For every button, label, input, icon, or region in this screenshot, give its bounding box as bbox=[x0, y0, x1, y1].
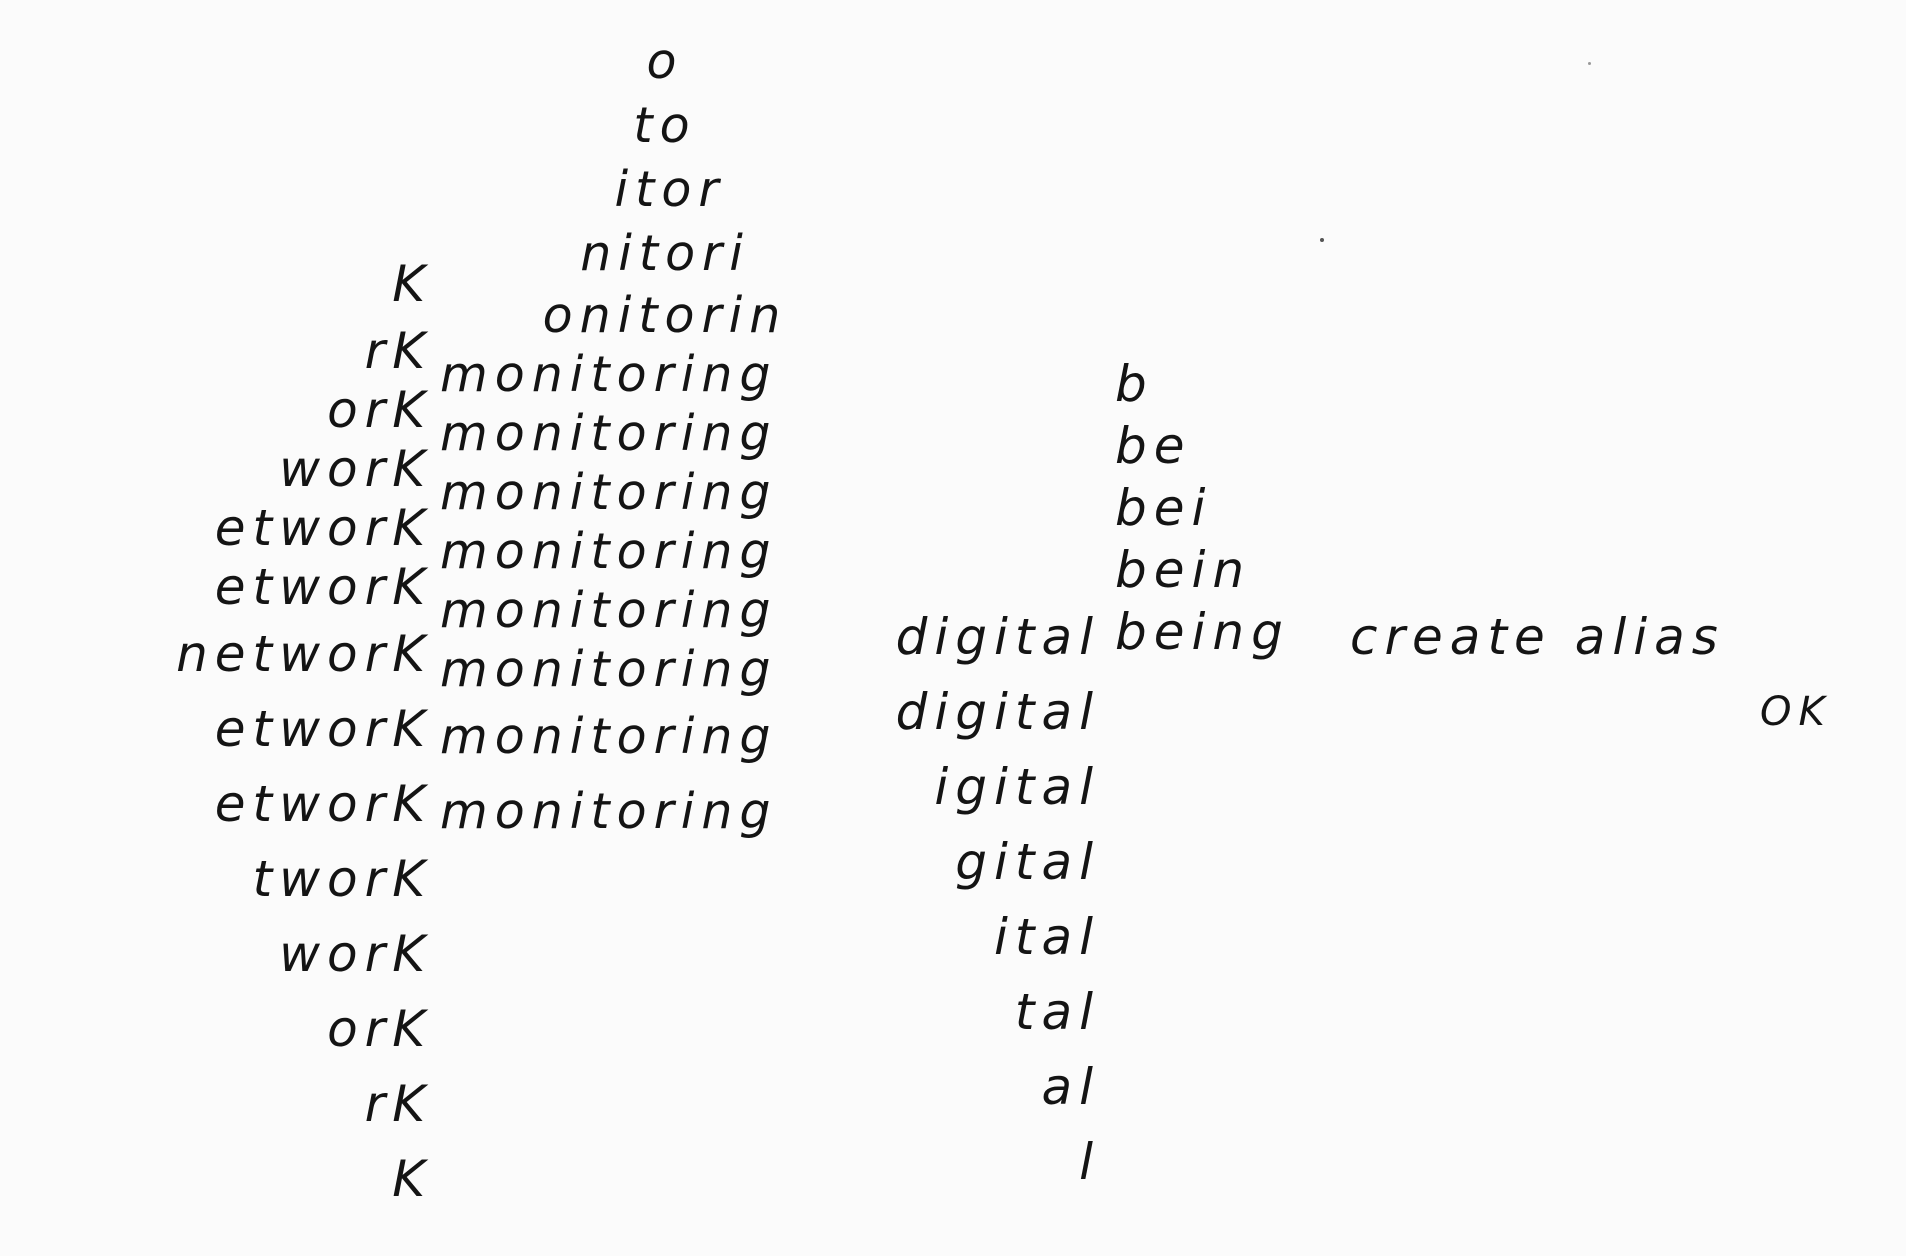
digital-row: gital bbox=[955, 833, 1100, 891]
create-alias-label: create alias bbox=[1350, 608, 1725, 666]
monitoring-row: monitoring bbox=[440, 582, 778, 639]
monitoring-row: to bbox=[633, 97, 697, 154]
network-row: K bbox=[392, 1150, 432, 1208]
being-column: b be bei bein being bbox=[1115, 353, 1325, 663]
network-row: networK bbox=[176, 625, 432, 683]
monitoring-row: monitoring bbox=[440, 464, 778, 521]
network-column: K rK orK worK etworK etworK networK etwo… bbox=[60, 247, 432, 1217]
monitoring-row: itor bbox=[614, 161, 726, 218]
being-row: be bbox=[1115, 417, 1192, 475]
network-row: orK bbox=[327, 381, 432, 439]
monitoring-row: monitoring bbox=[440, 346, 778, 403]
being-row: bei bbox=[1115, 479, 1213, 537]
network-row: rK bbox=[364, 1075, 432, 1133]
monitoring-row: monitoring bbox=[440, 523, 778, 580]
monitoring-row: onitorin bbox=[542, 287, 788, 344]
digital-row: digital bbox=[895, 683, 1100, 741]
digital-row: l bbox=[1079, 1133, 1100, 1191]
digital-row: ital bbox=[993, 908, 1100, 966]
digital-row: digital bbox=[895, 608, 1100, 666]
stray-dot bbox=[1320, 238, 1324, 242]
monitoring-row: monitoring bbox=[440, 405, 778, 462]
network-row: K bbox=[392, 255, 432, 313]
network-row: worK bbox=[279, 925, 432, 983]
network-row: etworK bbox=[214, 700, 432, 758]
create-alias-text: create alias bbox=[1350, 600, 1890, 675]
digital-column: digital digital igital gital ital tal al… bbox=[860, 600, 1100, 1200]
network-row: tworK bbox=[252, 850, 432, 908]
being-row: being bbox=[1115, 603, 1290, 661]
monitoring-row: monitoring bbox=[440, 783, 778, 840]
digital-row: tal bbox=[1014, 983, 1100, 1041]
network-row: etworK bbox=[214, 499, 432, 557]
monitoring-row: nitori bbox=[580, 225, 750, 282]
monitoring-row: monitoring bbox=[440, 641, 778, 698]
monitoring-row: o bbox=[646, 33, 684, 90]
stray-dot bbox=[1588, 62, 1591, 65]
digital-row: igital bbox=[934, 758, 1100, 816]
being-row: b bbox=[1115, 355, 1154, 413]
digital-row: al bbox=[1041, 1058, 1100, 1116]
network-row: etworK bbox=[214, 775, 432, 833]
monitoring-column: o to itor nitori onitorin monitoring mon… bbox=[440, 30, 860, 849]
monitoring-row: monitoring bbox=[440, 708, 778, 765]
network-row: orK bbox=[327, 1000, 432, 1058]
ok-label: OK bbox=[1760, 689, 1832, 735]
network-row: rK bbox=[364, 322, 432, 380]
being-row: bein bbox=[1115, 541, 1252, 599]
network-row: etworK bbox=[214, 558, 432, 616]
network-row: worK bbox=[279, 440, 432, 498]
ok-button[interactable]: OK bbox=[1760, 675, 1880, 750]
